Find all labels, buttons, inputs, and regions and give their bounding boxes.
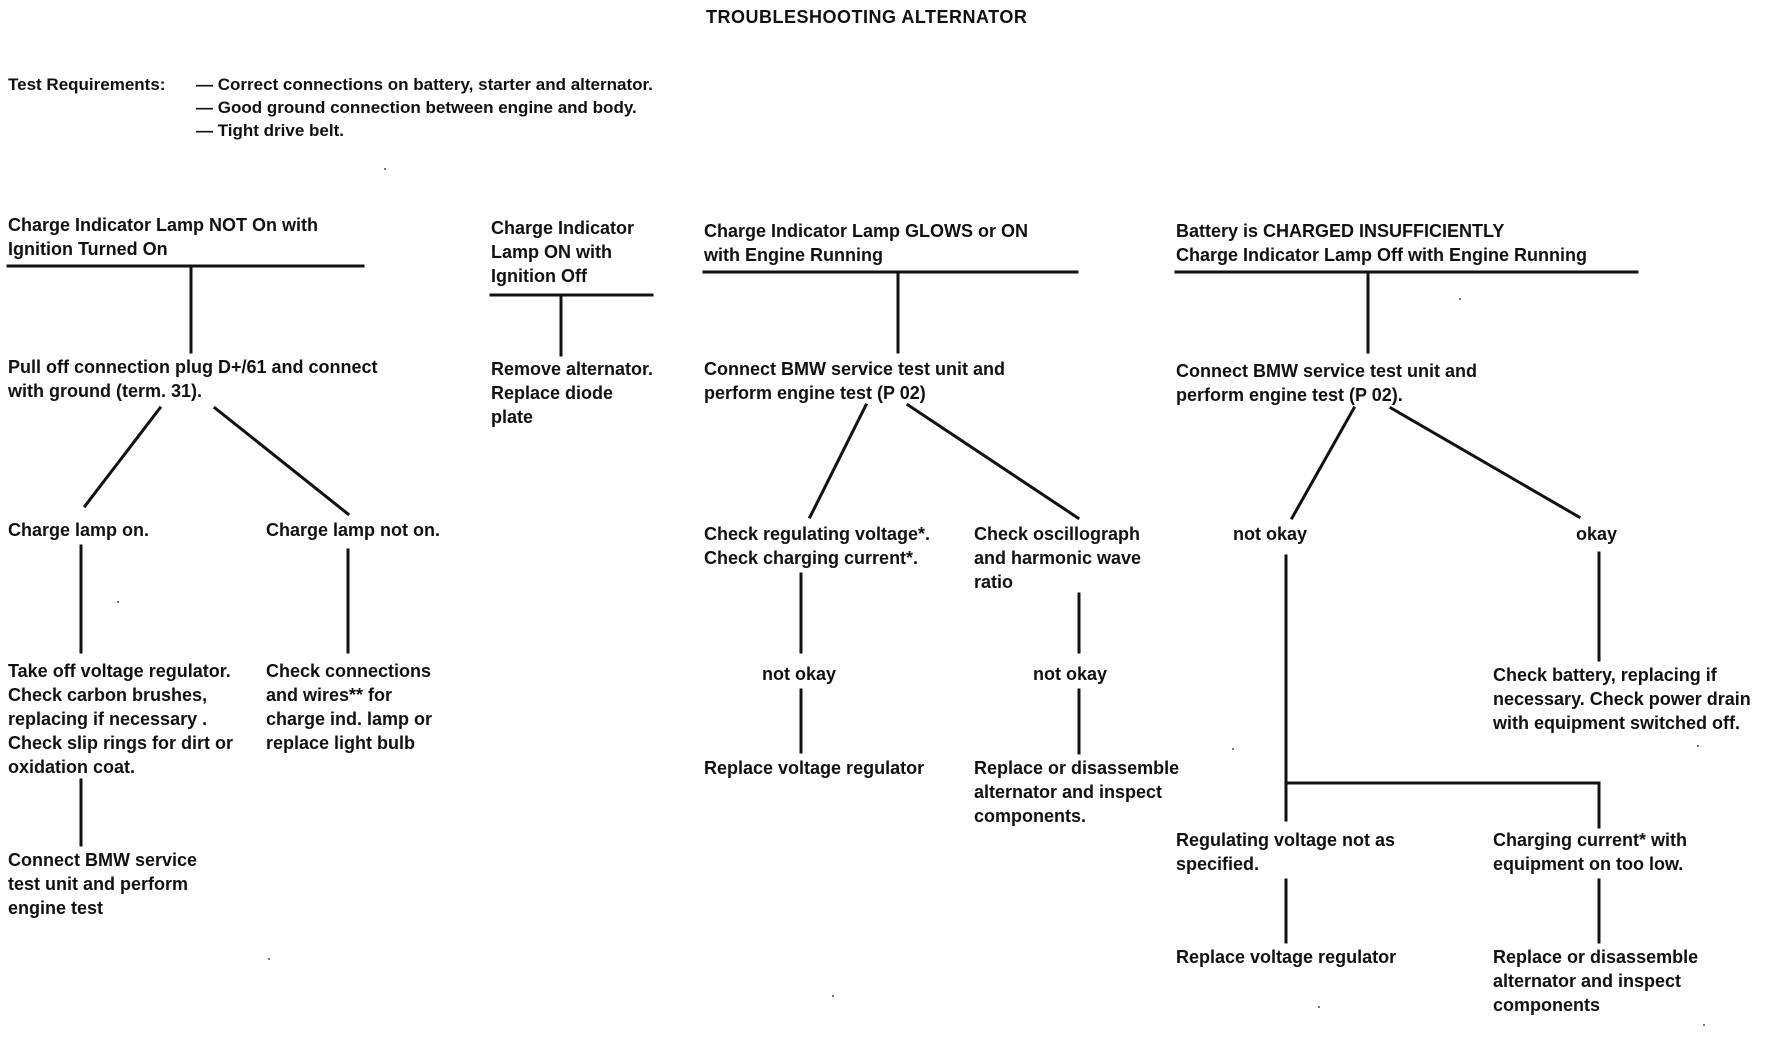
col4-sub-left: Regulating voltage not as specified. — [1176, 830, 1396, 874]
scan-speck — [832, 995, 834, 997]
col1-branch-left-label: Charge lamp on. — [8, 520, 150, 540]
col3-right-result: not okay — [1033, 664, 1108, 684]
col1-step1: Pull off connection plug D+/61 and conne… — [8, 357, 378, 401]
col2-action: Remove alternator. Replace diode plate — [491, 359, 654, 427]
col3-header: Charge Indicator Lamp GLOWS or ON with E… — [704, 221, 1029, 265]
col3-branch-left-label: Check regulating voltage*. Check chargin… — [704, 524, 931, 568]
col4-branch-right-label: okay — [1576, 524, 1618, 544]
col4-sub-right: Charging current* with equipment on too … — [1493, 830, 1688, 874]
col2-header: Charge Indicator Lamp ON with Ignition O… — [491, 218, 635, 286]
scan-speck — [117, 601, 119, 603]
col1-header: Charge Indicator Lamp NOT On with Igniti… — [8, 215, 319, 259]
scan-speck — [384, 168, 386, 170]
test-requirements-label: Test Requirements: — [8, 75, 166, 94]
requirement-item: — Correct connections on battery, starte… — [196, 75, 653, 94]
col1-right-action: Check connections and wires** for charge… — [266, 661, 433, 753]
col3-step1: Connect BMW service test unit and perfor… — [704, 359, 1006, 403]
col3-left-action: Replace voltage regulator — [704, 758, 925, 778]
col4-branch-left-label: not okay — [1233, 524, 1308, 544]
col3-branch-right — [905, 402, 1081, 521]
page-title: TROUBLESHOOTING ALTERNATOR — [706, 7, 1028, 27]
requirement-item: — Tight drive belt. — [196, 121, 344, 140]
col4-branch-right — [1388, 405, 1582, 520]
requirement-item: — Good ground connection between engine … — [196, 98, 637, 117]
col1-branch-right — [212, 405, 351, 517]
col1-left-action: Take off voltage regulator. Check carbon… — [8, 661, 234, 777]
scan-speck — [1703, 1024, 1705, 1026]
col1-left-final: Connect BMW service test unit and perfor… — [8, 850, 198, 918]
scan-speck — [1459, 298, 1461, 300]
col4-step1: Connect BMW service test unit and perfor… — [1176, 361, 1478, 405]
scan-speck — [268, 958, 270, 960]
col3-branch-left — [807, 402, 869, 520]
col3-branch-right-label: Check oscillograph and harmonic wave rat… — [974, 524, 1142, 592]
col3-left-result: not okay — [762, 664, 837, 684]
col4-sub-left-action: Replace voltage regulator — [1176, 947, 1397, 967]
col4-branch-left — [1289, 405, 1357, 521]
col1-branch-right-label: Charge lamp not on. — [266, 520, 441, 540]
scan-speck — [1697, 745, 1699, 747]
col1-branch-left — [82, 405, 163, 509]
scan-speck — [1318, 1006, 1320, 1008]
col3-right-action: Replace or disassemble alternator and in… — [974, 758, 1180, 826]
col4-header: Battery is CHARGED INSUFFICIENTLY Charge… — [1176, 221, 1587, 265]
col4-okay-action: Check battery, replacing if necessary. C… — [1493, 665, 1751, 733]
scan-speck — [1232, 748, 1234, 750]
col4-sub-right-action: Replace or disassemble alternator and in… — [1493, 947, 1699, 1015]
